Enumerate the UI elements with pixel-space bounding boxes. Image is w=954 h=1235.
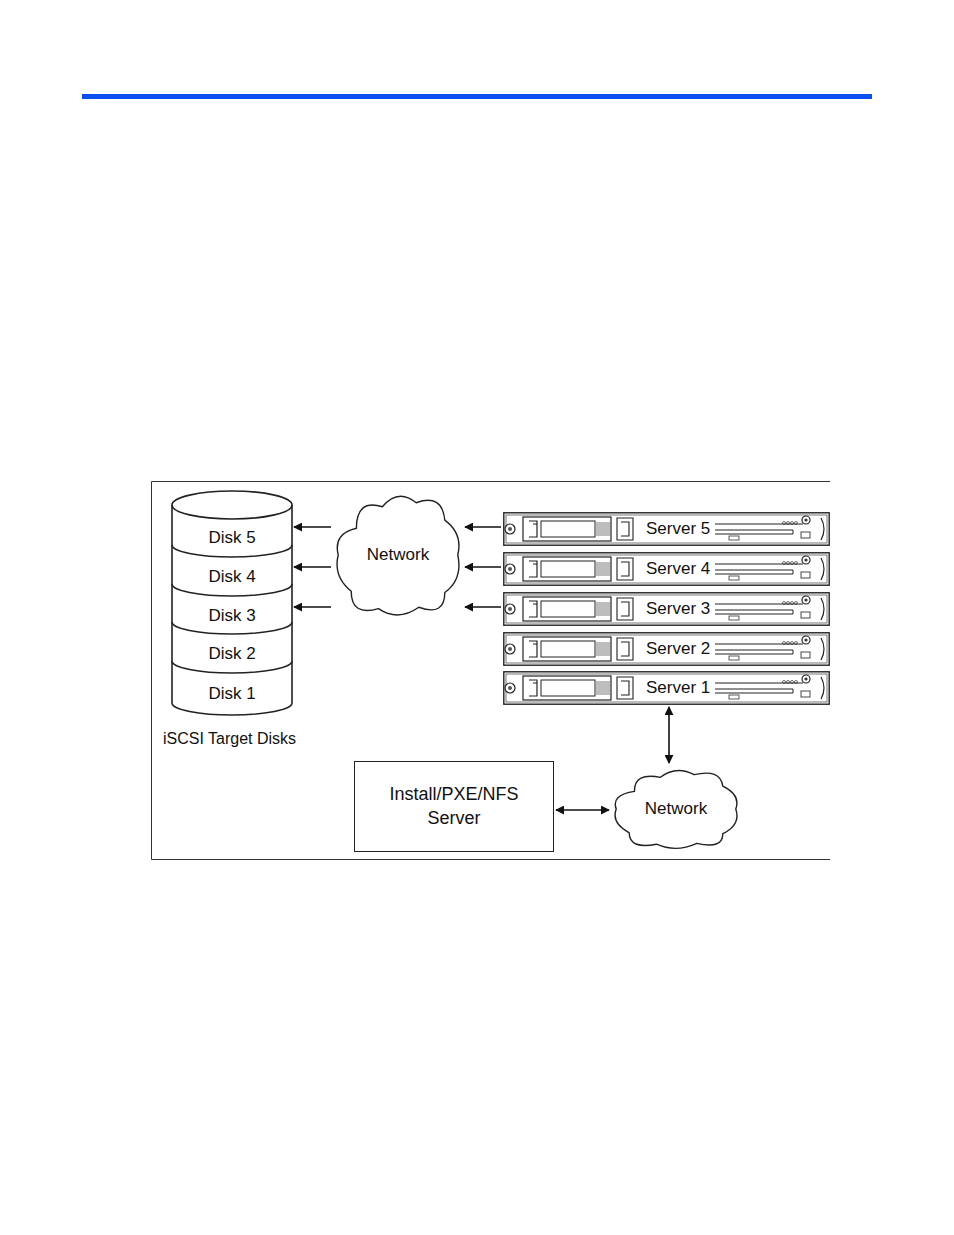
disk-band: Disk 3 [172,597,292,634]
disk-label: Disk 5 [208,528,255,548]
arrow-connector [465,566,501,568]
disk-band: Disk 2 [172,635,292,673]
storage-caption: iSCSI Target Disks [163,730,296,748]
server-unit: Server 1 [503,671,830,705]
server-label: Server 2 [644,639,712,659]
figure-frame [152,482,831,860]
network-label: Network [645,799,707,819]
server-label: Server 1 [644,678,712,698]
arrow-connector [294,566,331,568]
network-cloud: Network [333,488,463,622]
disk-band: Disk 5 [172,519,292,557]
server-label: Server 3 [644,599,712,619]
disk-cylinder [172,491,292,715]
arrow-connector [465,606,501,608]
server-label: Server 4 [644,559,712,579]
network-cloud: Network [611,765,741,853]
disk-label: Disk 3 [208,606,255,626]
disk-label: Disk 2 [208,644,255,664]
disk-band: Disk 4 [172,558,292,596]
server-unit: Server 3 [503,592,830,626]
server-box: Install/PXE/NFS Server [354,761,554,852]
header-rule [82,94,872,99]
arrow-connector [556,809,609,811]
disk-label: Disk 4 [208,567,255,587]
server-unit: Server 4 [503,552,830,586]
server-unit: Server 2 [503,632,830,666]
disk-label: Disk 1 [208,684,255,704]
arrow-connector [465,526,501,528]
network-label: Network [367,545,429,565]
arrow-connector [294,606,331,608]
server-label: Server 5 [644,519,712,539]
arrow-connector [668,707,670,763]
disk-band: Disk 1 [172,674,292,714]
server-unit: Server 5 [503,512,830,546]
arrow-connector [294,526,331,528]
box-label: Install/PXE/NFS Server [379,783,529,830]
